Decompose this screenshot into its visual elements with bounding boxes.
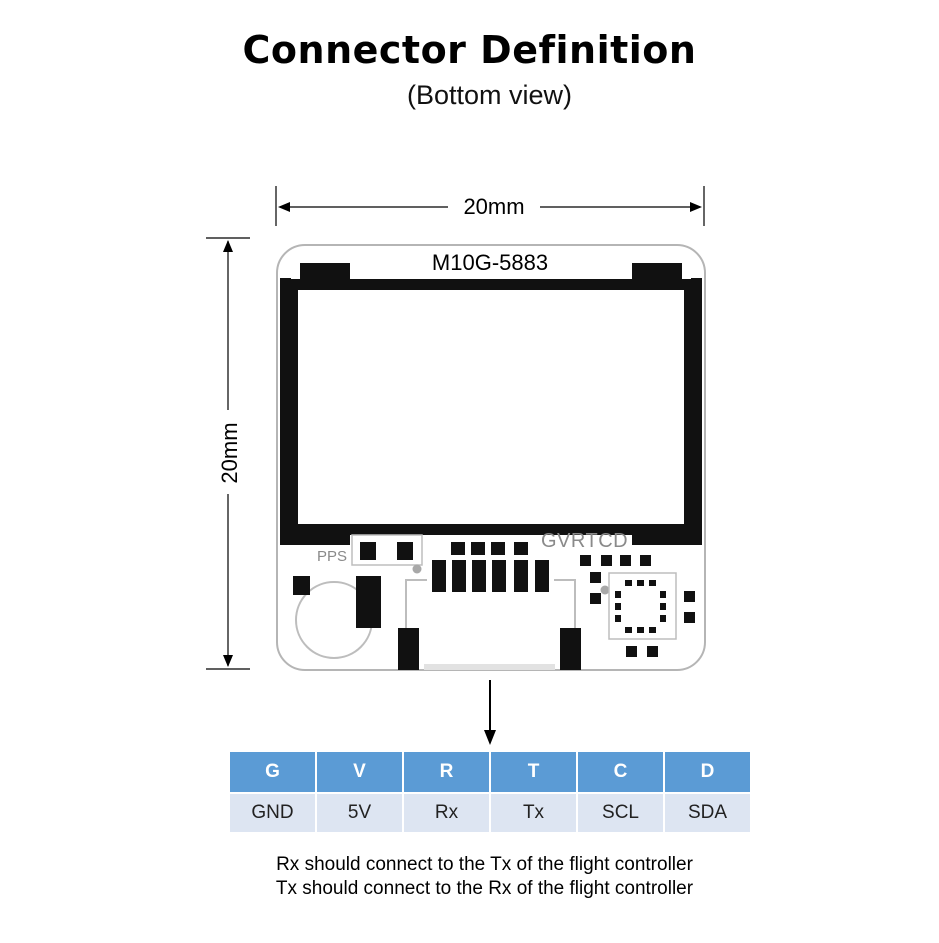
pin-header-cell: T	[491, 752, 576, 792]
pps-label: PPS	[317, 548, 348, 565]
component-pad	[356, 576, 381, 628]
board-model-label: M10G-5883	[431, 250, 549, 275]
pps-led	[351, 534, 423, 566]
pin-header-cell: C	[578, 752, 663, 792]
pin-value-cell: SDA	[665, 794, 750, 832]
width-dimension-line	[275, 186, 705, 226]
height-dimension-line	[206, 237, 250, 670]
pin-value-row: GND 5V Rx Tx SCL SDA	[230, 794, 750, 832]
pin-silkscreen-label: GVRTCD	[541, 530, 629, 552]
antenna-frame	[280, 263, 702, 545]
connector-housing	[398, 564, 581, 670]
pointer-arrow	[484, 680, 496, 745]
wiring-note: Tx should connect to the Rx of the fligh…	[275, 878, 694, 899]
connector-pads	[432, 542, 549, 592]
pin-header-cell: G	[230, 752, 315, 792]
page-title: Connector Definition	[242, 28, 697, 72]
pin-header-cell: R	[404, 752, 489, 792]
wiring-note: Rx should connect to the Tx of the fligh…	[276, 854, 693, 875]
height-label: 20mm	[217, 413, 243, 493]
pin-header-row: G V R T C D	[230, 752, 750, 792]
width-label: 20mm	[450, 194, 538, 220]
board-outline	[276, 244, 706, 671]
pin-value-cell: 5V	[317, 794, 402, 832]
pin-value-cell: Rx	[404, 794, 489, 832]
pin-header-cell: D	[665, 752, 750, 792]
pin-definition-table: G V R T C D GND 5V Rx Tx SCL SDA	[228, 750, 752, 834]
page-subtitle: (Bottom view)	[406, 80, 573, 110]
pin-value-cell: SCL	[578, 794, 663, 832]
pin-header-cell: V	[317, 752, 402, 792]
ic-chip	[580, 555, 695, 657]
component-pad	[293, 576, 310, 595]
pin-value-cell: Tx	[491, 794, 576, 832]
pin-value-cell: GND	[230, 794, 315, 832]
